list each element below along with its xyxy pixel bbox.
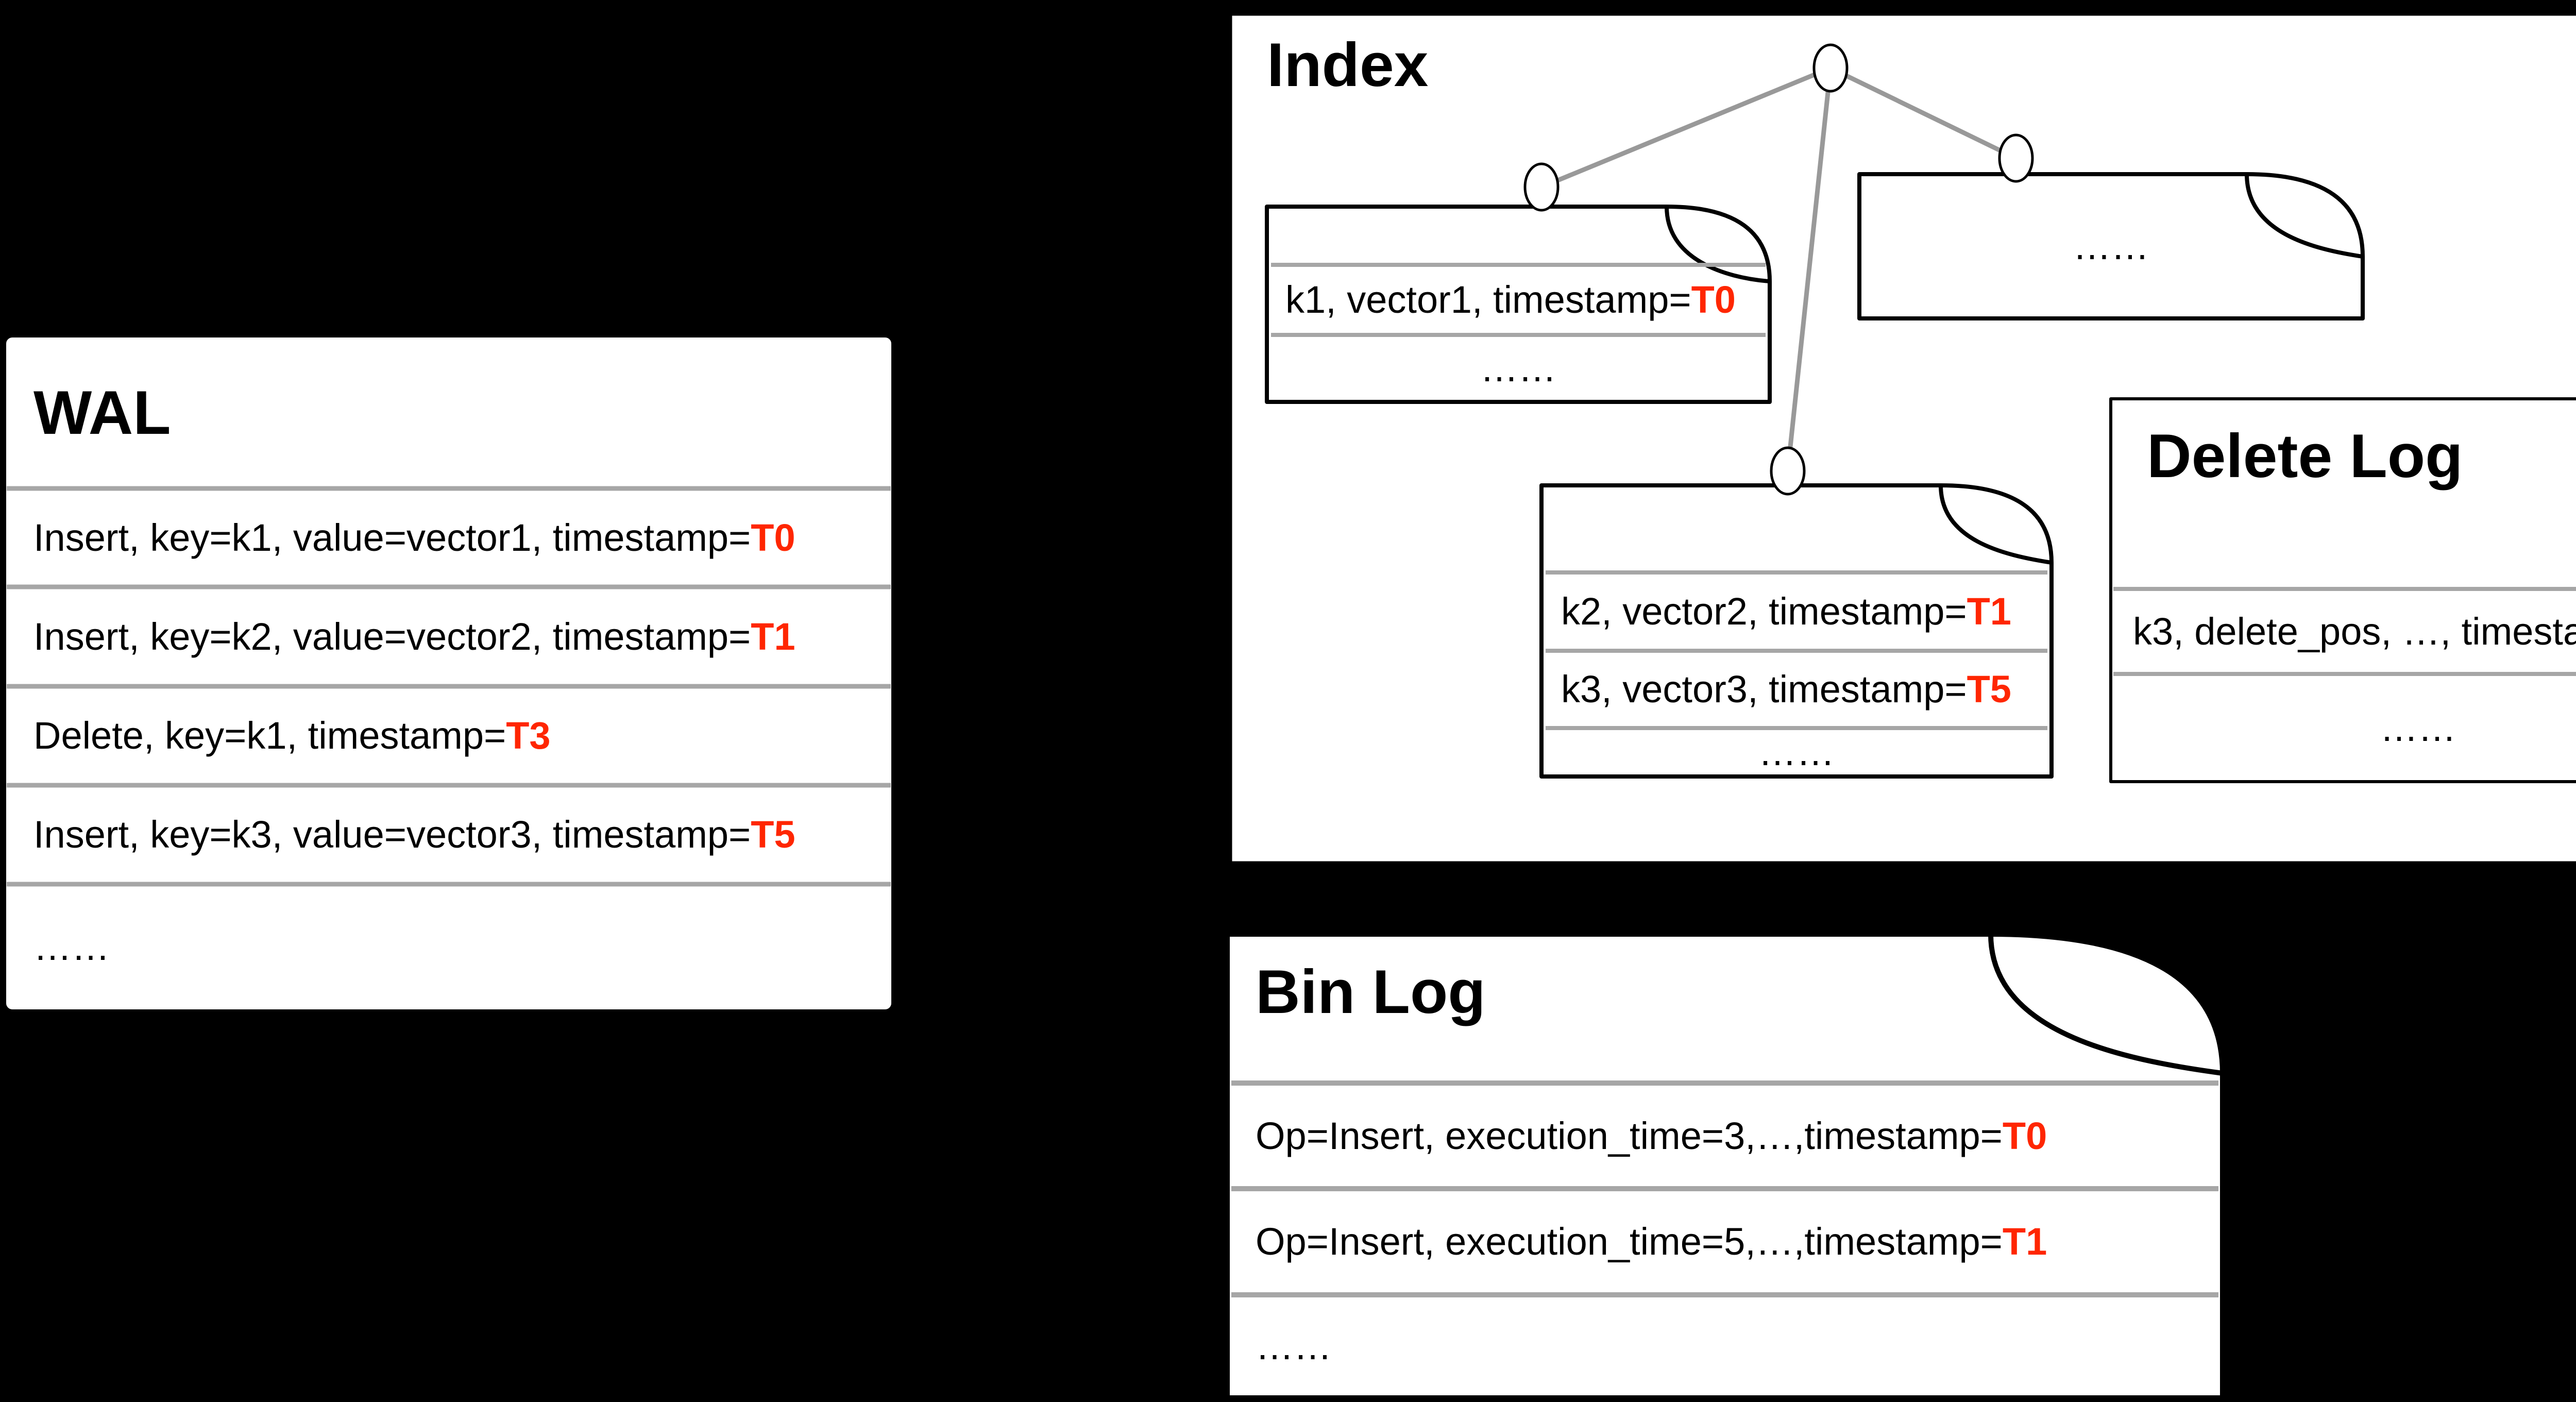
wal-row: Delete, key=k1, timestamp=T3 — [33, 686, 551, 785]
bin-log-title: Bin Log — [1256, 943, 1486, 1041]
ellipsis-text: …… — [1758, 731, 1835, 773]
log-text: Insert, key=k2, value=vector2, timestamp… — [33, 615, 751, 658]
timestamp-value: T0 — [1691, 278, 1736, 321]
delete-log-title: Delete Log — [2147, 407, 2463, 505]
ellipsis-text: …… — [2380, 706, 2456, 749]
wal-row: Insert, key=k2, value=vector2, timestamp… — [33, 587, 795, 686]
delete-log-title-label: Delete Log — [2147, 421, 2463, 491]
bin-log-shape — [1225, 932, 2225, 1400]
timestamp-value: T3 — [506, 714, 551, 757]
log-text: k2, vector2, timestamp= — [1561, 590, 1967, 633]
bin-log-title-label: Bin Log — [1256, 957, 1486, 1026]
delete-log-row: …… — [2111, 674, 2576, 782]
tree-edge — [1829, 65, 2017, 161]
ellipsis-text: …… — [1480, 347, 1556, 390]
tree-node — [1523, 162, 1560, 212]
wal-panel-shape — [4, 335, 893, 1011]
tree-edge — [1785, 67, 1833, 471]
ellipsis-text: …… — [33, 925, 110, 968]
bin-log-row: Op=Insert, execution_time=5,…,timestamp=… — [1256, 1189, 2047, 1295]
delete-log-row: k3, delete_pos, …, timestamp=T3 — [2133, 589, 2576, 674]
index-title: Index — [1267, 14, 1428, 115]
log-text: Delete, key=k1, timestamp= — [33, 714, 506, 757]
ellipsis-text: …… — [1256, 1325, 1332, 1367]
timestamp-value: T1 — [2002, 1220, 2047, 1263]
log-text: k3, delete_pos, …, timestamp= — [2133, 610, 2576, 653]
segment-row: …… — [1859, 174, 2363, 318]
wal-row: Insert, key=k1, value=vector1, timestamp… — [33, 488, 795, 587]
page-fold-icon — [2245, 174, 2363, 259]
wal-row: Insert, key=k3, value=vector3, timestamp… — [33, 785, 795, 884]
timestamp-value: T1 — [751, 615, 795, 658]
page-fold-icon — [1988, 934, 2223, 1076]
log-text: Op=Insert, execution_time=5,…,timestamp= — [1256, 1220, 2003, 1263]
timestamp-value: T0 — [751, 516, 795, 559]
tree-edge — [1540, 65, 1832, 190]
page-fold-icon — [1665, 206, 1770, 283]
segment-row: k2, vector2, timestamp=T1 — [1561, 572, 2011, 651]
wal-title: WAL — [33, 336, 171, 488]
page-fold-icon — [1939, 485, 2052, 565]
tree-node — [1998, 133, 2034, 183]
index-title-label: Index — [1267, 30, 1429, 99]
segment-row: k3, vector3, timestamp=T5 — [1561, 651, 2011, 728]
wal-row: …… — [33, 884, 110, 1009]
log-text: k3, vector3, timestamp= — [1561, 668, 1967, 711]
log-text: k1, vector1, timestamp= — [1285, 278, 1691, 321]
tree-root-node — [1812, 43, 1849, 93]
log-text: Insert, key=k1, value=vector1, timestamp… — [33, 516, 751, 559]
bin-log-row: …… — [1256, 1295, 1332, 1398]
segment-row: …… — [1267, 335, 1770, 402]
timestamp-value: T1 — [1967, 590, 2011, 633]
timestamp-value: T0 — [2002, 1114, 2047, 1157]
timestamp-value: T5 — [1967, 668, 2011, 711]
segment-row: …… — [1541, 728, 2052, 776]
log-text: Op=Insert, execution_time=3,…,timestamp= — [1256, 1114, 2003, 1157]
ellipsis-text: …… — [2073, 225, 2149, 267]
wal-title-label: WAL — [33, 378, 171, 447]
timestamp-value: T5 — [751, 813, 795, 856]
segment-row: k1, vector1, timestamp=T0 — [1285, 265, 1736, 335]
tree-node — [1770, 446, 1806, 496]
bin-log-row: Op=Insert, execution_time=3,…,timestamp=… — [1256, 1083, 2047, 1189]
log-text: Insert, key=k3, value=vector3, timestamp… — [33, 813, 751, 856]
